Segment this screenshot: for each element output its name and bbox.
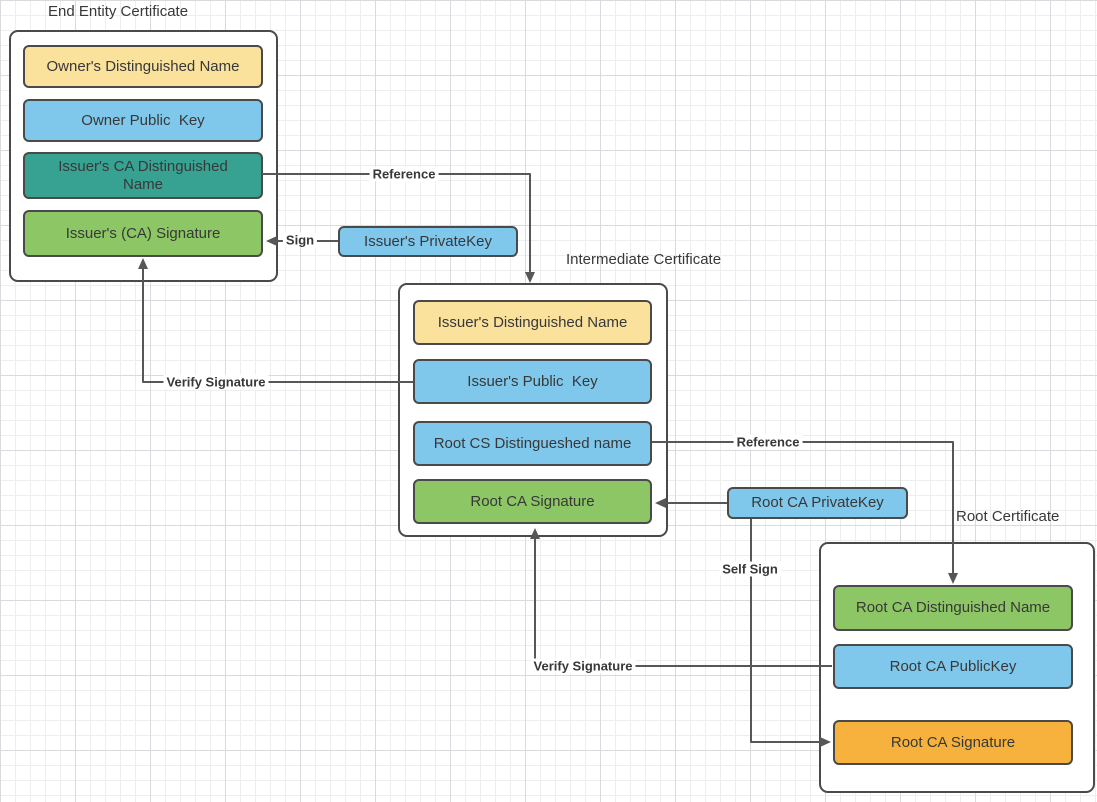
shape-issuers-ca-distinguished-name[interactable]: Issuer's CA Distinguished Name [23,152,263,199]
shape-root-ca-distinguished-name[interactable]: Root CA Distinguished Name [833,585,1073,631]
shape-issuers-privatekey[interactable]: Issuer's PrivateKey [338,226,518,257]
connector-verify-signature-2[interactable] [530,528,832,667]
shape-owner-public-key[interactable]: Owner Public Key [23,99,263,142]
connector-label-reference-2[interactable]: Reference [733,434,803,450]
shape-issuers-ca-signature[interactable]: Issuer's (CA) Signature [23,210,263,257]
shape-issuers-distinguished-name[interactable]: Issuer's Distinguished Name [413,300,652,345]
connector-label-verify-signature-2[interactable]: Verify Signature [530,658,636,674]
shape-root-cs-distingueshed-name[interactable]: Root CS Distingueshed name [413,421,652,466]
root-certificate-title[interactable]: Root Certificate [956,508,1060,525]
connector-label-sign[interactable]: Sign [282,232,318,248]
intermediate-certificate-title[interactable]: Intermediate Certificate [566,251,722,268]
connector-label-verify-signature-1[interactable]: Verify Signature [163,374,269,390]
shape-root-root-ca-signature[interactable]: Root CA Signature [833,720,1073,765]
connector-label-self-sign[interactable]: Self Sign [719,561,781,577]
shape-owners-distinguished-name[interactable]: Owner's Distinguished Name [23,45,263,88]
shape-issuers-public-key[interactable]: Issuer's Public Key [413,359,652,404]
shape-intermediate-root-ca-signature[interactable]: Root CA Signature [413,479,652,524]
end-entity-certificate-title[interactable]: End Entity Certificate [48,3,189,20]
connector-label-reference-1[interactable]: Reference [369,166,439,182]
shape-root-ca-publickey[interactable]: Root CA PublicKey [833,644,1073,689]
shape-root-ca-privatekey[interactable]: Root CA PrivateKey [727,487,908,519]
